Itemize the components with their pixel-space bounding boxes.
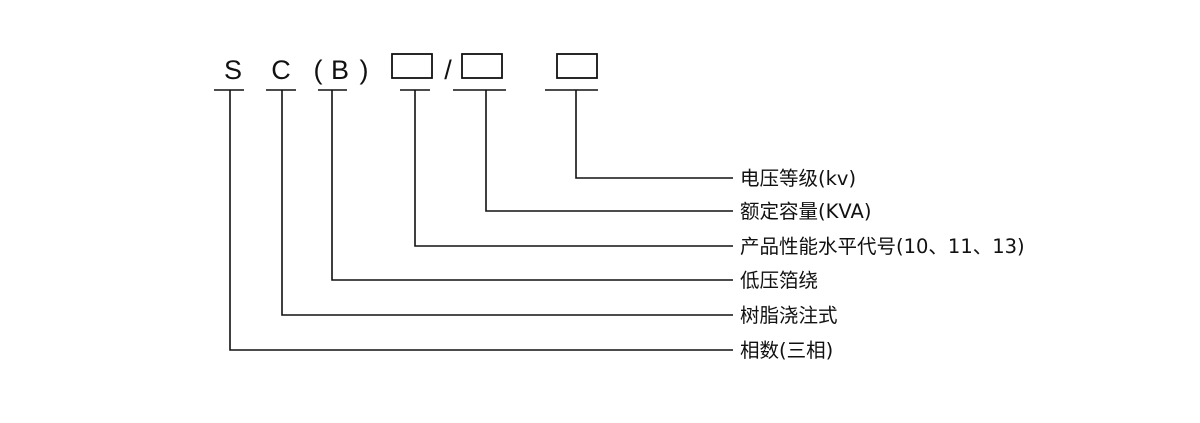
label-phase-count: 相数(三相) bbox=[740, 339, 833, 362]
leader-voltage bbox=[575, 90, 733, 179]
leader-insulation bbox=[281, 90, 733, 316]
code-phase-letter: S bbox=[224, 55, 242, 85]
code-paren-open: ( bbox=[314, 55, 323, 85]
leader-performance-code bbox=[414, 90, 733, 247]
label-performance-code: 产品性能水平代号(10、11、13) bbox=[740, 235, 1025, 258]
voltage-placeholder-box bbox=[556, 53, 598, 79]
code-winding-letter: B bbox=[331, 55, 349, 85]
label-lv-foil-winding: 低压箔绕 bbox=[740, 269, 818, 292]
performance-code-placeholder-box bbox=[391, 53, 433, 79]
leader-winding bbox=[331, 90, 733, 281]
leader-phase bbox=[229, 90, 733, 351]
code-paren-close: ) bbox=[360, 55, 369, 85]
code-insulation-letter: C bbox=[271, 55, 291, 85]
code-separator-slash: / bbox=[444, 55, 452, 85]
leader-capacity bbox=[485, 90, 733, 212]
label-voltage-level: 电压等级(kv) bbox=[740, 167, 856, 190]
capacity-placeholder-box bbox=[461, 53, 503, 79]
label-resin-cast: 树脂浇注式 bbox=[740, 304, 838, 327]
label-rated-capacity: 额定容量(KVA) bbox=[740, 200, 871, 223]
